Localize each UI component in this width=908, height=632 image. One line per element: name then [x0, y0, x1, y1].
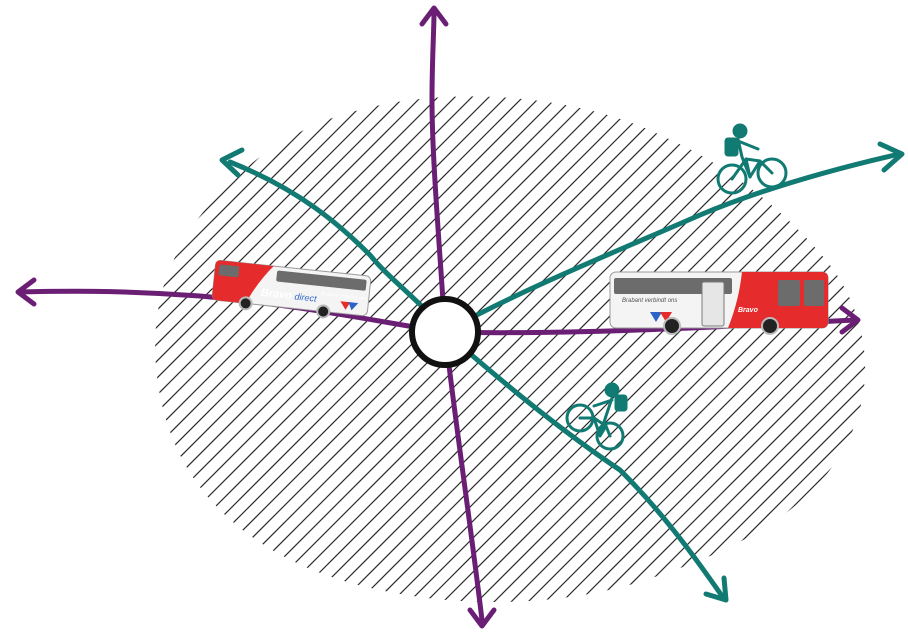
- hub-circle: [412, 299, 478, 365]
- hatch-line: [0, 80, 64, 632]
- hatch-line: [0, 80, 387, 632]
- hatch-line: [507, 80, 908, 632]
- hatch-line: [201, 80, 761, 632]
- bus-wheel: [762, 318, 778, 334]
- hatch-line: [898, 80, 908, 632]
- hatch-line: [728, 80, 908, 632]
- hatch-line: [0, 80, 98, 632]
- hatch-line: [762, 80, 908, 632]
- bus-wheel: [317, 305, 330, 318]
- hatch-line: [252, 80, 812, 632]
- bus-icon: Brabant verbindt ons Bravo: [610, 272, 828, 334]
- hatch-line: [405, 80, 908, 632]
- hatch-line: [0, 80, 217, 632]
- hatch-line: [0, 80, 132, 632]
- bus-wheel: [664, 318, 680, 334]
- hatch-line: [133, 80, 693, 632]
- hatch-line: [0, 80, 81, 632]
- bus-door: [702, 282, 724, 326]
- hatch-line: [65, 80, 625, 632]
- hatch-line: [0, 80, 149, 632]
- hatch-line: [0, 80, 285, 632]
- hatch-line: [0, 80, 336, 632]
- hatch-line: [0, 80, 30, 632]
- cyclist-icon: [718, 125, 786, 193]
- hatch-line: [116, 80, 676, 632]
- hatch-line: [303, 80, 863, 632]
- bus-rear-window: [804, 280, 824, 306]
- hatch-line: [0, 80, 319, 632]
- hatch-line: [320, 80, 880, 632]
- bus-icon: Bravo direct Brabant verbindt ons: [211, 260, 371, 322]
- hatch-line: [0, 80, 353, 632]
- hatch-line: [0, 80, 421, 632]
- cyclist-backpack: [616, 396, 626, 410]
- hatch-line: [31, 80, 591, 632]
- hatch-line: [439, 80, 908, 632]
- cyclist-head: [606, 384, 618, 396]
- hatch-line: [0, 80, 13, 632]
- hatch-line: [0, 80, 47, 632]
- hatch-line: [99, 80, 659, 632]
- bus-wheel: [239, 297, 252, 310]
- cyclist-backpack: [726, 139, 737, 155]
- bike-routes: [222, 144, 902, 600]
- bus-small-brand: Bravo: [738, 307, 759, 314]
- hatch-line: [745, 80, 908, 632]
- hatch-line: [82, 80, 642, 632]
- hatch-line: [0, 80, 200, 632]
- cyclist-head: [734, 125, 746, 137]
- hatch-line: [0, 80, 166, 632]
- bus-front-window: [218, 264, 239, 277]
- hatch-line: [14, 80, 574, 632]
- hatch-line: [0, 80, 234, 632]
- hatch-line: [0, 80, 115, 632]
- hatch-line: [48, 80, 608, 632]
- hatch-line: [0, 80, 489, 632]
- hatch-line: [0, 80, 302, 632]
- bus-rear-window: [778, 280, 800, 306]
- hatch-line: [694, 80, 908, 632]
- hatch-line: [218, 80, 778, 632]
- hatch-line: [235, 80, 795, 632]
- bus-slogan-text: Brabant verbindt ons: [622, 298, 677, 304]
- hatch-line: [0, 80, 183, 632]
